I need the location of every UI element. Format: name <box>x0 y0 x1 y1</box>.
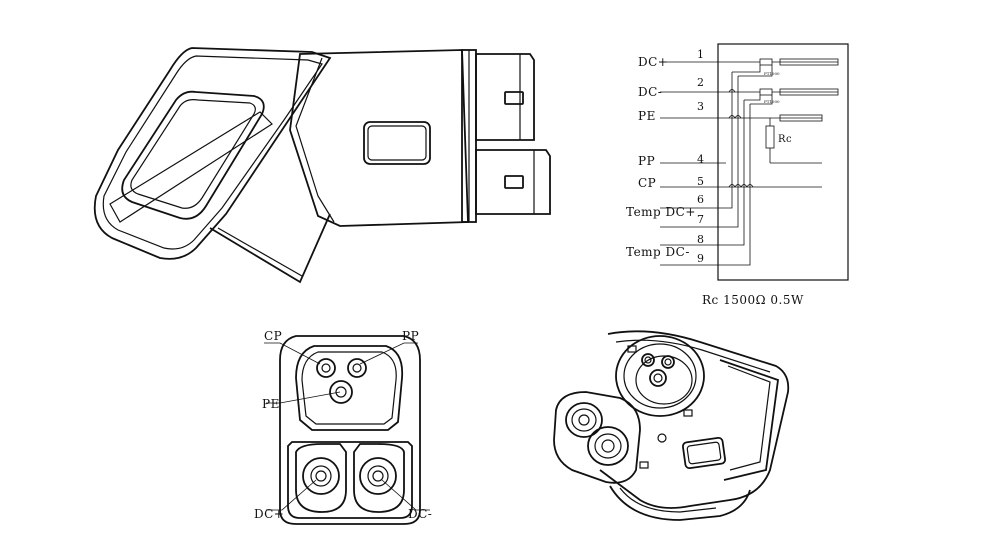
pin-label-temp-dc-plus: Temp DC+ <box>626 205 696 219</box>
pin-number-5: 5 <box>697 175 704 188</box>
face-label-pp: PP <box>402 329 419 343</box>
pin-number-8: 8 <box>697 233 704 246</box>
sensor-label-1: PT1000 <box>764 71 780 76</box>
face-label-pe: PE <box>262 397 280 411</box>
pin-number-2: 2 <box>697 76 704 89</box>
pin-label-dc-minus: DC- <box>638 85 662 99</box>
wiring-schematic: DC+ DC- PE PP CP Temp DC+ Temp DC- 1 2 3… <box>626 43 849 307</box>
pin-label-cp: CP <box>638 176 656 190</box>
spec-note: Rc 1500Ω 0.5W <box>702 293 804 307</box>
pin-label-pe: PE <box>638 109 656 123</box>
pin-number-3: 3 <box>697 100 704 113</box>
rc-resistor <box>765 125 775 149</box>
face-label-dc-minus: DC- <box>408 507 432 521</box>
pin-number-7: 7 <box>697 213 704 226</box>
face-label-cp: CP <box>264 329 282 343</box>
pin-number-9: 9 <box>697 252 704 265</box>
connector-isometric-view <box>553 330 790 521</box>
plug-side-view <box>93 47 551 284</box>
pin-label-temp-dc-minus: Temp DC- <box>626 245 690 259</box>
pin-number-4: 4 <box>697 153 704 166</box>
pin-label-pp: PP <box>638 154 655 168</box>
face-label-dc-plus: DC+ <box>254 507 284 521</box>
pin-label-dc-plus: DC+ <box>638 55 668 69</box>
pin-number-6: 6 <box>697 193 704 206</box>
connector-face-view: CP PP PE DC+ DC- <box>254 329 432 525</box>
rc-label: Rc <box>778 134 792 145</box>
schematic-frame <box>717 43 849 281</box>
pin-number-1: 1 <box>697 48 704 61</box>
sensor-label-2: PT1000 <box>764 99 780 104</box>
